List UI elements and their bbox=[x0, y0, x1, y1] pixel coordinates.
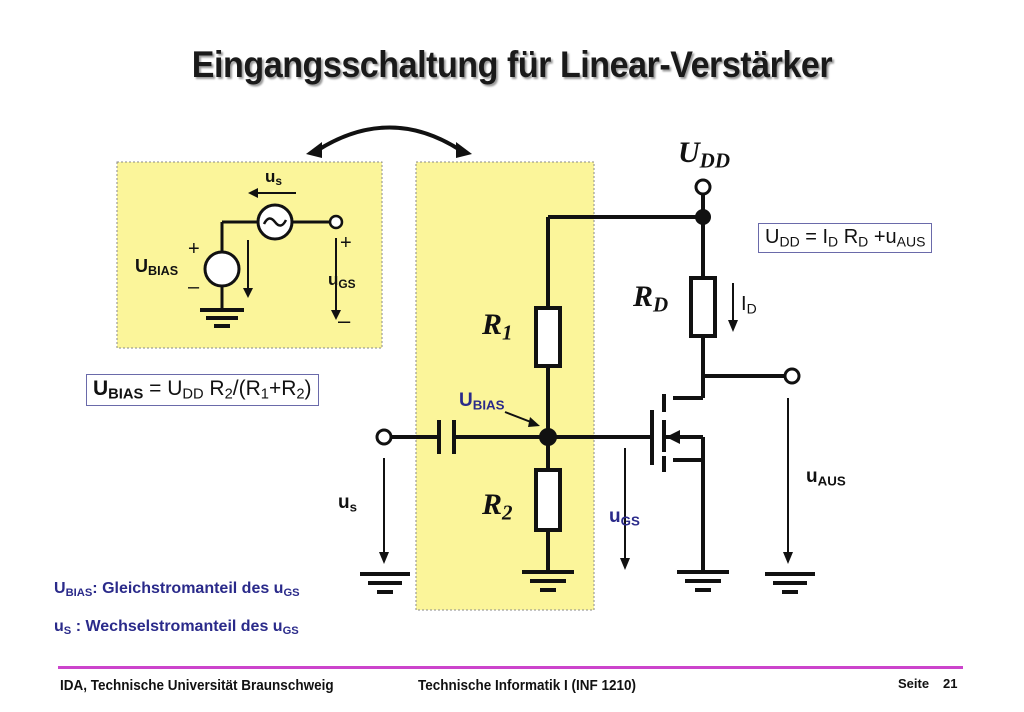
resistor-r1 bbox=[534, 306, 562, 368]
node-udd bbox=[695, 209, 711, 225]
label-us-input: us bbox=[338, 492, 358, 515]
note-us: uS : Wechselstromanteil des uGS bbox=[54, 618, 299, 637]
label-id: ID bbox=[741, 293, 757, 317]
footer-page-label: Seite bbox=[898, 676, 930, 691]
divider-highlight-box bbox=[415, 161, 595, 611]
terminal-output bbox=[783, 367, 801, 385]
voltage-arrows bbox=[383, 283, 789, 560]
equation-udd: UDD = ID RD +uAUS bbox=[758, 223, 933, 253]
ground-symbols bbox=[360, 570, 815, 594]
node-gate bbox=[539, 428, 557, 446]
footer-institution: IDA, Technische Universität Braunschweig bbox=[60, 677, 334, 694]
coupling-capacitor bbox=[437, 420, 456, 454]
label-r1: R1 bbox=[482, 308, 513, 345]
note-ubias: UBIAS: Gleichstromanteil des uGS bbox=[54, 580, 300, 599]
equivalence-arrow bbox=[316, 125, 462, 152]
terminal-input bbox=[375, 428, 393, 446]
footer-course: Technische Informatik I (INF 1210) bbox=[418, 677, 637, 694]
label-uaus: uAUS bbox=[806, 466, 846, 489]
label-rd: RD bbox=[633, 280, 669, 317]
label-ugs-center: uGS bbox=[609, 506, 640, 529]
label-udd: UDD bbox=[678, 136, 731, 173]
equation-ubias: UBIAS = UDD R2/(R1+R2) bbox=[86, 374, 319, 406]
inset-minus-output: – bbox=[338, 308, 351, 333]
resistor-rd bbox=[689, 276, 717, 338]
footer-rule bbox=[58, 666, 963, 669]
inset-terminal bbox=[328, 214, 344, 230]
inset-label-ugs: uGS bbox=[328, 270, 356, 291]
inset-label-ubias: UBIAS bbox=[135, 256, 179, 279]
terminal-udd bbox=[694, 178, 712, 196]
inset-minus-source: – bbox=[188, 276, 200, 298]
inset-plus-output: + bbox=[340, 232, 352, 254]
inset-plus-source: + bbox=[188, 238, 200, 260]
resistor-r2 bbox=[534, 468, 562, 532]
inset-label-us: us bbox=[265, 167, 283, 188]
page-title: Eingangsschaltung für Linear-Verstärker bbox=[191, 44, 833, 85]
label-ubias-center: UBIAS bbox=[459, 390, 505, 413]
footer-page-number: 21 bbox=[943, 676, 958, 691]
label-r2: R2 bbox=[482, 488, 513, 525]
inset-circuit bbox=[203, 203, 330, 308]
